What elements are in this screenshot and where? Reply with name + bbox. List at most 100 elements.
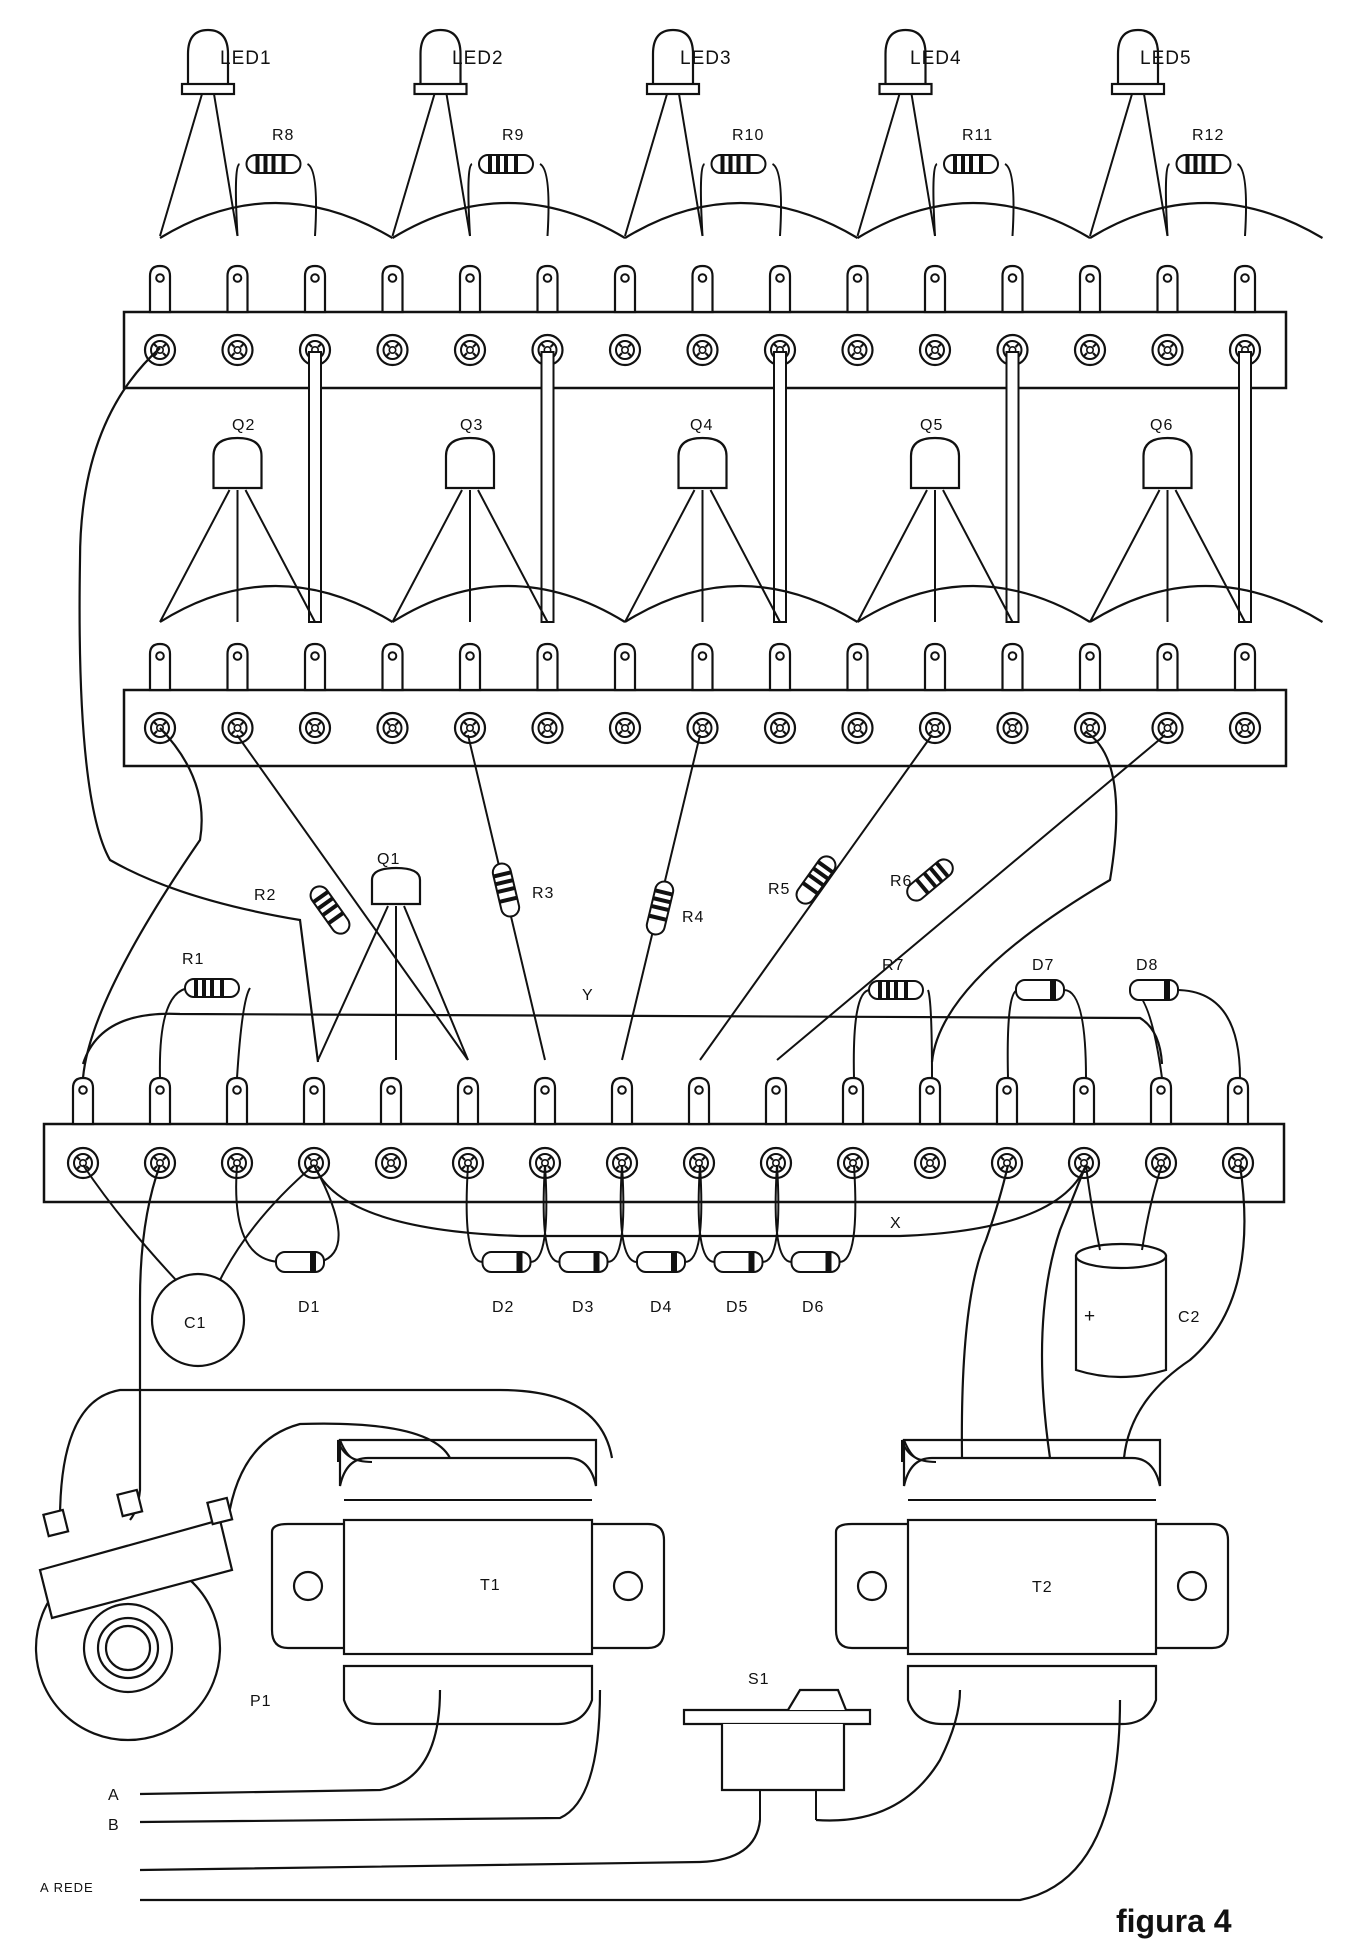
diode-body bbox=[558, 1251, 609, 1273]
diode-d3 bbox=[542, 1164, 625, 1273]
strip-middle-eyelet bbox=[1228, 711, 1262, 745]
strip-top-lug bbox=[691, 264, 714, 314]
switch-flange bbox=[682, 1708, 872, 1726]
transformer-mount-hole bbox=[1176, 1570, 1208, 1602]
potentiometer-lug bbox=[206, 1496, 234, 1526]
strip-middle-eyelet bbox=[298, 711, 332, 745]
resistor-leads bbox=[236, 734, 469, 1061]
wire-t2-b bbox=[1040, 1164, 1088, 1459]
potentiometer-p1 bbox=[34, 1488, 234, 1742]
transistor-leads bbox=[159, 489, 316, 623]
transformer-mount-hole bbox=[856, 1570, 888, 1602]
led-leads bbox=[1089, 93, 1169, 237]
led-leads bbox=[159, 93, 239, 237]
transistor-leads bbox=[624, 489, 781, 623]
arch-wire bbox=[624, 202, 859, 239]
strip-top-lug bbox=[923, 264, 947, 314]
arch-wire bbox=[391, 585, 626, 623]
strip-middle-eyelet bbox=[686, 711, 719, 745]
d3-label: D3 bbox=[572, 1299, 594, 1316]
strip-middle-lug bbox=[148, 642, 172, 692]
led-flange bbox=[413, 82, 468, 96]
transformer-bottom-bell bbox=[342, 1664, 594, 1726]
strip-bottom-lug bbox=[764, 1076, 788, 1126]
led-labels: LED1 LED2 LED3 LED4 LED5 bbox=[220, 48, 1191, 69]
arch-wire bbox=[624, 585, 859, 623]
strip-middle-lug bbox=[458, 642, 482, 692]
strip-middle-lug bbox=[1156, 642, 1179, 692]
diode-leads bbox=[542, 1164, 625, 1263]
strip-bottom-lug bbox=[1149, 1076, 1173, 1126]
top-resistor bbox=[943, 154, 999, 174]
capacitor-c2-top bbox=[1074, 1242, 1168, 1270]
led-body bbox=[884, 28, 927, 88]
bus-x-label: X bbox=[890, 1215, 902, 1232]
lead-rede-2 bbox=[140, 1699, 1122, 1902]
top-resistor-labels: R8 R9 R10 R11 R12 bbox=[272, 127, 1223, 144]
led-2 bbox=[391, 28, 626, 239]
led-flange bbox=[645, 82, 701, 96]
wire-p1-center bbox=[129, 1164, 162, 1521]
s1-label: S1 bbox=[748, 1671, 770, 1688]
mid-resistor-body bbox=[643, 878, 677, 938]
strip-top-lug bbox=[536, 264, 559, 314]
strip-bottom-eyelet bbox=[66, 1146, 100, 1180]
top-resistor bbox=[245, 154, 302, 174]
diode-leads bbox=[1129, 989, 1241, 1079]
resistor-leads bbox=[1164, 163, 1248, 237]
diode-d1-body bbox=[275, 1251, 325, 1273]
r11-label: R11 bbox=[962, 127, 993, 144]
wire-mid-right bbox=[930, 731, 1118, 1063]
transformer-core bbox=[342, 1518, 594, 1656]
mid-resistor bbox=[776, 734, 1166, 1061]
transformer-lines bbox=[344, 1499, 592, 1667]
strip-middle-lug bbox=[691, 642, 714, 692]
led-5 bbox=[1089, 28, 1324, 239]
transformer-core bbox=[906, 1518, 1158, 1656]
transistor-q3 bbox=[391, 436, 626, 623]
diode-body bbox=[481, 1251, 532, 1273]
strip-middle-eyelet bbox=[996, 711, 1029, 745]
strip-bottom-lug bbox=[148, 1076, 172, 1126]
wire-t2-a bbox=[960, 1164, 1010, 1459]
d4-label: D4 bbox=[650, 1299, 672, 1316]
transformer-labels: T1 T2 S1 P1 bbox=[250, 1577, 1052, 1710]
led-4 bbox=[856, 28, 1091, 239]
strip-bottom-lug bbox=[918, 1076, 942, 1126]
transformer-lines bbox=[908, 1499, 1156, 1667]
strip-middle-eyelet bbox=[453, 711, 487, 745]
capacitor-c1-leads bbox=[82, 1164, 315, 1281]
strip-top-eyelet bbox=[841, 333, 874, 367]
strip-middle-lug bbox=[536, 642, 559, 692]
diode-d5 bbox=[697, 1164, 780, 1273]
mid-resistor bbox=[236, 734, 469, 1061]
q6-label: Q6 bbox=[1150, 417, 1173, 434]
strip-middle-lug bbox=[1001, 642, 1024, 692]
r2-label: R2 bbox=[254, 887, 276, 904]
diode-d6 bbox=[774, 1164, 857, 1273]
led-1-label: LED1 bbox=[220, 48, 272, 69]
strip-bottom-lug bbox=[995, 1076, 1019, 1126]
resistor-r7-body bbox=[868, 980, 924, 1000]
q2-label: Q2 bbox=[232, 417, 255, 434]
led-leads bbox=[856, 93, 936, 237]
led-4-label: LED4 bbox=[910, 48, 962, 69]
potentiometer-shaft-inner bbox=[104, 1624, 152, 1672]
transformer-mount-hole bbox=[292, 1570, 324, 1602]
wire-t1-b bbox=[226, 1422, 451, 1521]
resistor-leads bbox=[776, 734, 1166, 1061]
led-3 bbox=[624, 28, 859, 239]
figure-label: figura 4 bbox=[1116, 1903, 1232, 1939]
switch-s1 bbox=[682, 1688, 872, 1820]
strip-top-eyelet bbox=[608, 333, 642, 367]
diode-d1 bbox=[235, 1164, 340, 1273]
r5-label: R5 bbox=[768, 881, 790, 898]
p1-label: P1 bbox=[250, 1693, 272, 1710]
jumper-wire bbox=[308, 351, 322, 623]
resistor-leads bbox=[852, 989, 933, 1079]
led-flange bbox=[1110, 82, 1166, 96]
strip-top-lug bbox=[381, 264, 404, 314]
led-body bbox=[1116, 28, 1160, 88]
lead-labels: A B A REDE bbox=[40, 1787, 119, 1895]
